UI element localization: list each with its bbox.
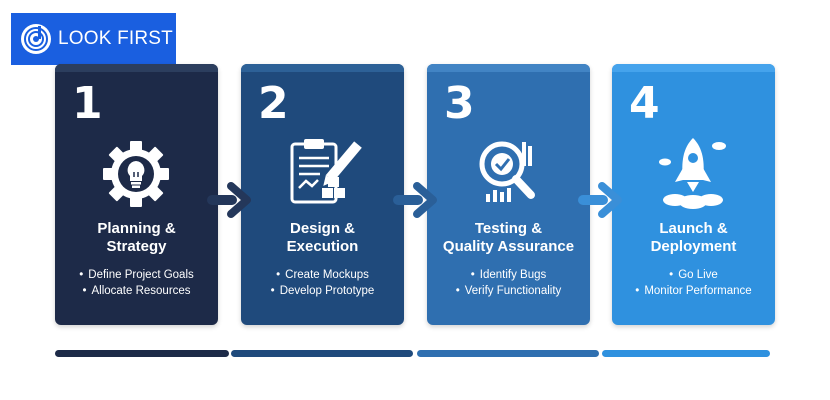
brand-logo: LOOK FIRST — [11, 13, 176, 65]
progress-bar-segment — [231, 350, 413, 357]
progress-bar-segment — [55, 350, 229, 357]
list-item: •Allocate Resources — [82, 285, 191, 297]
step-card-testing: 3 Testing & Quality Assurance •Identify … — [427, 64, 590, 325]
list-item: •Develop Prototype — [270, 285, 375, 297]
card-top-bar — [612, 64, 775, 72]
list-item: •Identify Bugs — [470, 269, 547, 281]
list-item: •Go Live — [669, 269, 718, 281]
card-top-bar — [241, 64, 404, 72]
step-number: 2 — [258, 78, 289, 129]
magnifier-check-icon — [479, 141, 535, 202]
step-bullet-list: •Define Project Goals •Allocate Resource… — [55, 267, 218, 299]
arrow-right-icon — [578, 182, 622, 218]
step-card-design: 2 Design & Execution •Create Mockups •De… — [241, 64, 404, 325]
step-bullet-list: •Create Mockups •Develop Prototype — [241, 267, 404, 299]
step-title: Testing & Quality Assurance — [442, 220, 575, 255]
step-card-planning: 1 Planning & Strategy •Define Pro — [55, 64, 218, 325]
arrow-right-icon — [207, 182, 251, 218]
list-item: •Create Mockups — [276, 269, 369, 281]
card-top-bar — [55, 64, 218, 72]
gear-lightbulb-icon — [103, 141, 169, 207]
list-item: •Verify Functionality — [455, 285, 562, 297]
step-title: Design & Execution — [286, 220, 359, 255]
arrow-right-icon — [393, 182, 437, 218]
clipboard-pencil-icon — [290, 139, 362, 204]
step-number: 4 — [629, 78, 660, 129]
list-item: •Define Project Goals — [79, 269, 194, 281]
rocket-icon — [659, 138, 726, 209]
progress-bar-segment — [602, 350, 770, 357]
card-top-bar — [427, 64, 590, 72]
step-bullet-list: •Go Live •Monitor Performance — [612, 267, 775, 299]
target-logo-icon — [21, 24, 51, 54]
progress-bar-segment — [417, 350, 599, 357]
step-title: Planning & Strategy — [97, 220, 176, 255]
step-number: 1 — [72, 78, 103, 129]
step-card-launch: 4 Launch & Deployment •Go Live •Monitor … — [612, 64, 775, 325]
list-item: •Monitor Performance — [635, 285, 752, 297]
brand-name: LOOK FIRST — [58, 28, 173, 49]
step-title: Launch & Deployment — [650, 220, 737, 255]
step-number: 3 — [444, 78, 475, 129]
step-bullet-list: •Identify Bugs •Verify Functionality — [427, 267, 590, 299]
